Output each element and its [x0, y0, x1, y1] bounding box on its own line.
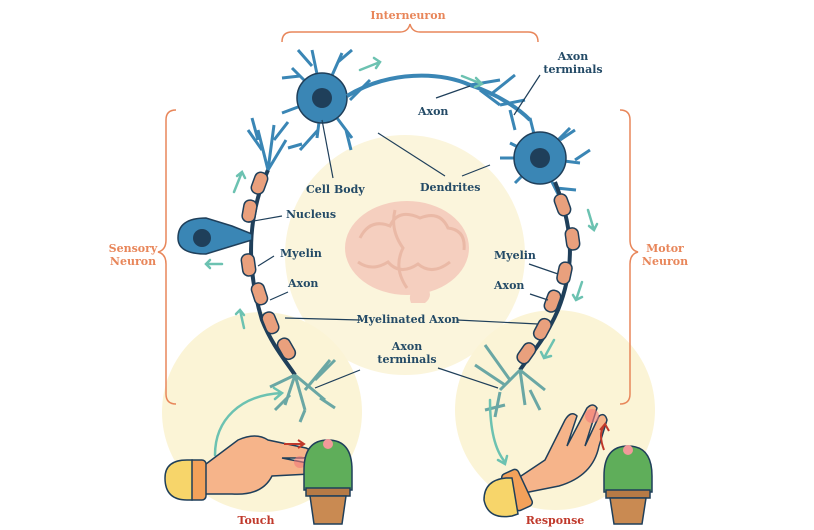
myelinated-axon-label: Myelinated Axon — [356, 313, 460, 326]
response-hand-icon — [483, 404, 608, 518]
motor-neuron-label: Motor Neuron — [641, 242, 689, 268]
motor-axon — [516, 181, 581, 372]
response-arrow — [599, 422, 610, 451]
sensory-terminals — [269, 358, 337, 423]
interneuron-cell — [281, 48, 532, 152]
sensory-bracket — [157, 109, 177, 405]
motor-cell-body — [500, 117, 591, 199]
cactus-icon — [303, 439, 353, 525]
leader-lines — [247, 74, 559, 389]
myelin-right-label: Myelin — [494, 249, 536, 262]
axon-terminals-top-label: Axon terminals — [543, 50, 603, 76]
interneuron-label: Interneuron — [370, 9, 446, 22]
motor-terminals — [474, 344, 546, 418]
brain-icon — [345, 201, 469, 303]
axon-terminals-bottom-label: Axon terminals — [377, 340, 437, 366]
motor-bracket — [619, 109, 639, 405]
axon-top-label: Axon — [418, 105, 449, 118]
hand-icon — [164, 435, 316, 501]
cell-body-label: Cell Body — [306, 183, 365, 196]
sensory-cell-body — [177, 217, 253, 255]
nucleus-label: Nucleus — [286, 208, 337, 221]
sensory-neuron-label: Sensory Neuron — [108, 242, 158, 268]
response-label: Response — [525, 514, 585, 527]
axon-left-label: Axon — [288, 277, 319, 290]
sensory-dendrites — [246, 117, 303, 171]
response-cactus-icon — [603, 445, 653, 525]
interneuron-bracket — [281, 23, 539, 43]
sensory-axon — [240, 169, 297, 377]
axon-right-label: Axon — [494, 279, 525, 292]
dendrites-label: Dendrites — [420, 181, 481, 194]
touch-label: Touch — [237, 514, 275, 527]
myelin-left-label: Myelin — [280, 247, 322, 260]
touch-arrow — [284, 439, 306, 449]
signal-arrows — [204, 56, 599, 466]
